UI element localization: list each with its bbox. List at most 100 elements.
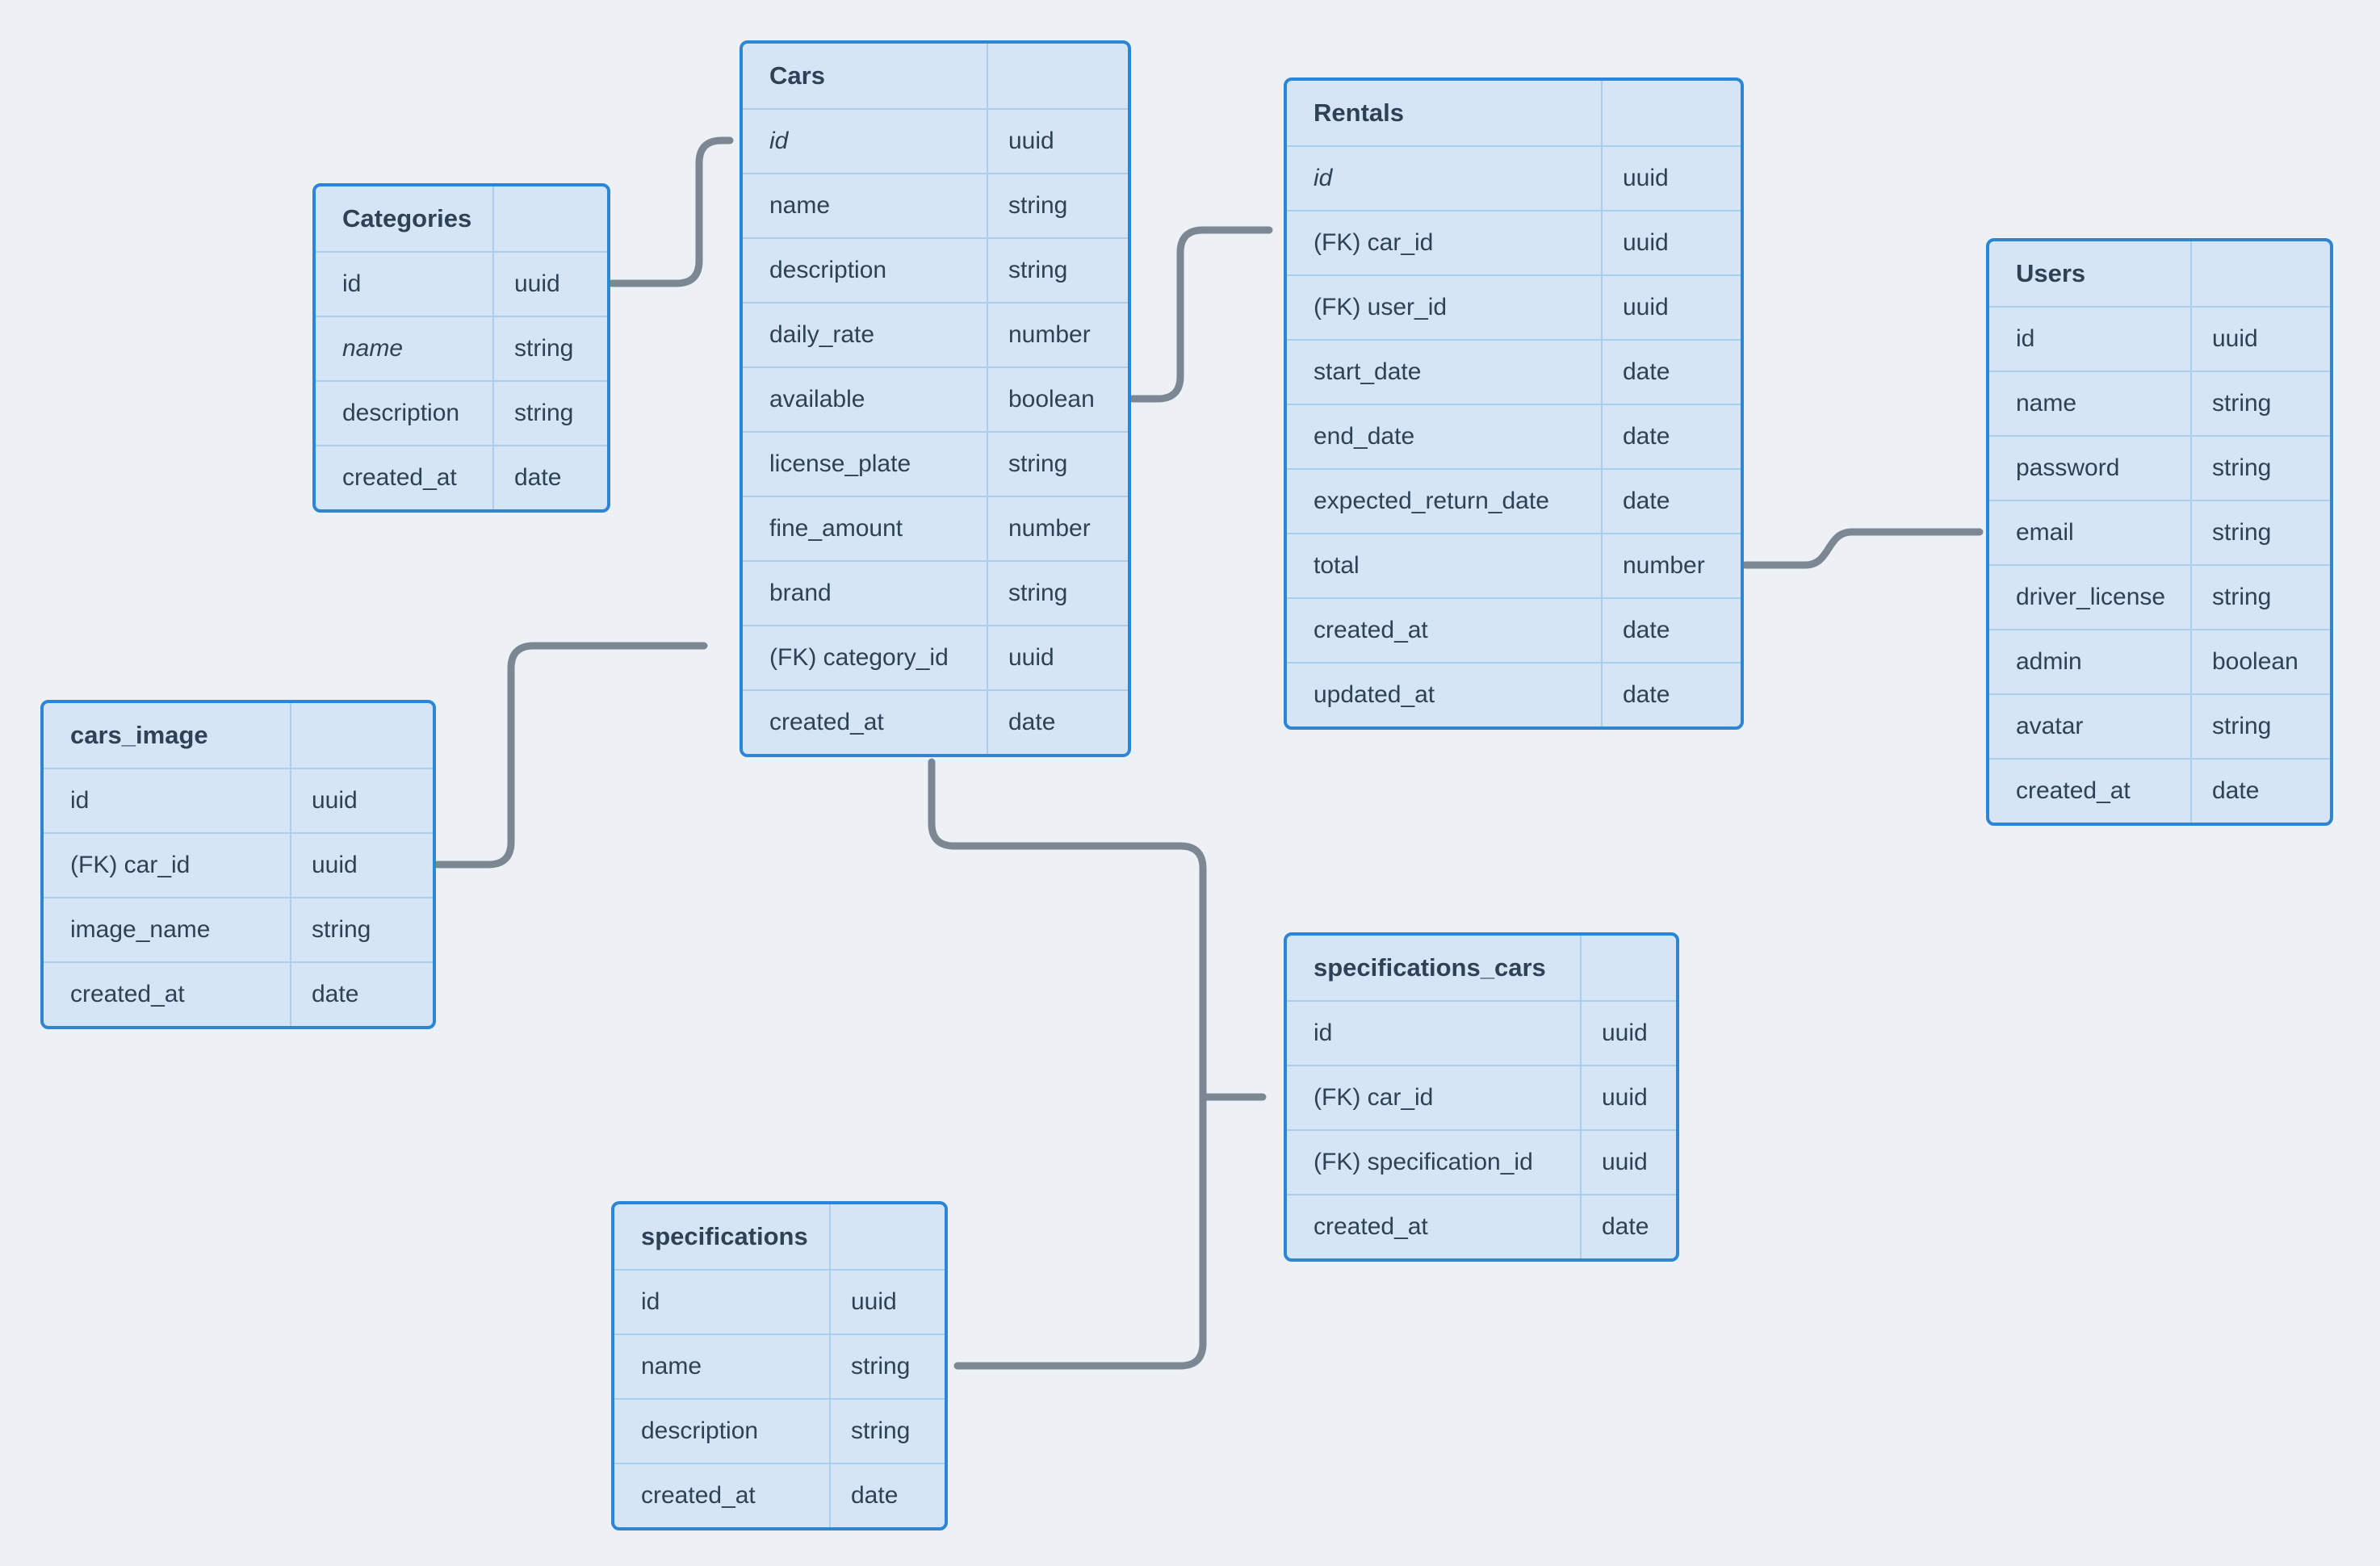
field-name-cell: id	[1287, 147, 1603, 210]
table-row: created_at date	[743, 689, 1128, 754]
field-name-cell: end_date	[1287, 405, 1603, 468]
table-row: (FK) car_id uuid	[1287, 210, 1741, 274]
field-name-cell: (FK) car_id	[44, 834, 291, 897]
table-row: created_at date	[1287, 1194, 1676, 1258]
table-row: id uuid	[614, 1269, 945, 1334]
field-type-cell: date	[1623, 358, 1670, 385]
table-header: Users	[1989, 241, 2330, 306]
field-name-cell: description	[743, 239, 988, 302]
table-row: name string	[1989, 371, 2330, 435]
table-cars-image[interactable]: cars_image id uuid (FK) car_id uuid imag…	[40, 700, 436, 1029]
field-name-cell: image_name	[44, 898, 291, 961]
table-row: total number	[1287, 533, 1741, 597]
field-name-cell: daily_rate	[743, 304, 988, 366]
table-header: cars_image	[44, 703, 433, 768]
field-name-cell: name	[316, 317, 494, 380]
field-type-cell: date	[514, 464, 562, 491]
field-name-cell: created_at	[1287, 1195, 1582, 1258]
table-row: id uuid	[1287, 145, 1741, 210]
field-name-cell: description	[316, 382, 494, 445]
field-name-cell: total	[1287, 534, 1603, 597]
field-name-cell: created_at	[316, 446, 494, 509]
connector-categories-cars[interactable]	[608, 136, 734, 287]
connector-rentals-users[interactable]	[1741, 528, 1984, 569]
table-row: available boolean	[743, 366, 1128, 431]
table-row: id uuid	[1989, 306, 2330, 371]
connector-cars-rentals[interactable]	[1129, 226, 1273, 403]
table-row: name string	[614, 1334, 945, 1398]
table-row: name string	[316, 316, 607, 380]
field-name-cell: id	[743, 110, 988, 173]
field-name-cell: id	[1989, 308, 2192, 371]
field-name-cell: driver_license	[1989, 566, 2192, 629]
field-type-cell: boolean	[2212, 648, 2298, 675]
field-name-cell: license_plate	[743, 433, 988, 496]
field-type-cell: string	[1008, 257, 1068, 283]
table-row: created_at date	[44, 961, 433, 1026]
table-row: id uuid	[743, 108, 1128, 173]
table-header: specifications	[614, 1204, 945, 1269]
field-name-cell: created_at	[1287, 599, 1603, 662]
table-header: specifications_cars	[1287, 936, 1676, 1000]
field-type-cell: date	[2212, 777, 2260, 804]
field-type-cell: string	[1008, 450, 1068, 477]
connector-cars-specificationscars[interactable]	[928, 758, 1207, 1370]
field-name-cell: (FK) car_id	[1287, 211, 1603, 274]
field-type-cell: string	[851, 1417, 911, 1444]
field-name-cell: admin	[1989, 630, 2192, 693]
table-row: (FK) specification_id uuid	[1287, 1129, 1676, 1194]
table-header-type-cell	[1582, 936, 1676, 1000]
table-row: license_plate string	[743, 431, 1128, 496]
table-users[interactable]: Users id uuid name string password strin…	[1986, 238, 2333, 826]
table-row: password string	[1989, 435, 2330, 500]
field-name-cell: id	[614, 1271, 831, 1334]
field-type-cell: string	[1008, 580, 1068, 606]
field-type-cell: date	[1623, 488, 1670, 514]
field-type-cell: uuid	[1008, 128, 1054, 154]
field-name-cell: name	[614, 1335, 831, 1398]
table-categories[interactable]: Categories id uuid name string descripti…	[312, 183, 610, 513]
field-name-cell: email	[1989, 501, 2192, 564]
field-type-cell: date	[1008, 709, 1056, 735]
table-row: created_at date	[1989, 758, 2330, 823]
field-name-cell: created_at	[1989, 760, 2192, 823]
field-type-cell: uuid	[514, 270, 560, 297]
table-title: cars_image	[44, 703, 291, 768]
field-type-cell: uuid	[1602, 1084, 1648, 1111]
table-header: Cars	[743, 44, 1128, 108]
table-header: Rentals	[1287, 81, 1741, 145]
table-row: expected_return_date date	[1287, 468, 1741, 533]
field-name-cell: (FK) car_id	[1287, 1066, 1582, 1129]
table-row: id uuid	[316, 251, 607, 316]
field-name-cell: updated_at	[1287, 664, 1603, 726]
field-type-cell: uuid	[851, 1288, 897, 1315]
field-type-cell: string	[2212, 519, 2272, 546]
field-type-cell: string	[2212, 454, 2272, 481]
field-type-cell: uuid	[1623, 165, 1669, 191]
table-row: id uuid	[1287, 1000, 1676, 1065]
field-type-cell: number	[1008, 321, 1091, 348]
table-specifications-cars[interactable]: specifications_cars id uuid (FK) car_id …	[1284, 932, 1679, 1262]
table-row: id uuid	[44, 768, 433, 832]
table-row: (FK) car_id uuid	[44, 832, 433, 897]
table-header-type-cell	[494, 186, 607, 251]
table-header-type-cell	[2192, 241, 2330, 306]
table-row: daily_rate number	[743, 302, 1128, 366]
field-name-cell: created_at	[44, 963, 291, 1026]
table-row: driver_license string	[1989, 564, 2330, 629]
field-type-cell: number	[1008, 515, 1091, 542]
table-title: Categories	[316, 186, 494, 251]
table-cars[interactable]: Cars id uuid name string description str…	[740, 40, 1131, 757]
field-type-cell: uuid	[1008, 644, 1054, 671]
field-name-cell: available	[743, 368, 988, 431]
field-name-cell: (FK) category_id	[743, 626, 988, 689]
table-header-type-cell	[1603, 81, 1741, 145]
table-rentals[interactable]: Rentals id uuid (FK) car_id uuid (FK) us…	[1284, 77, 1744, 730]
table-header: Categories	[316, 186, 607, 251]
table-row: description string	[614, 1398, 945, 1463]
table-specifications[interactable]: specifications id uuid name string descr…	[611, 1201, 948, 1530]
table-row: description string	[316, 380, 607, 445]
connector-carsimage-cars[interactable]	[434, 642, 708, 869]
field-type-cell: string	[851, 1353, 911, 1380]
table-header-type-cell	[291, 703, 433, 768]
